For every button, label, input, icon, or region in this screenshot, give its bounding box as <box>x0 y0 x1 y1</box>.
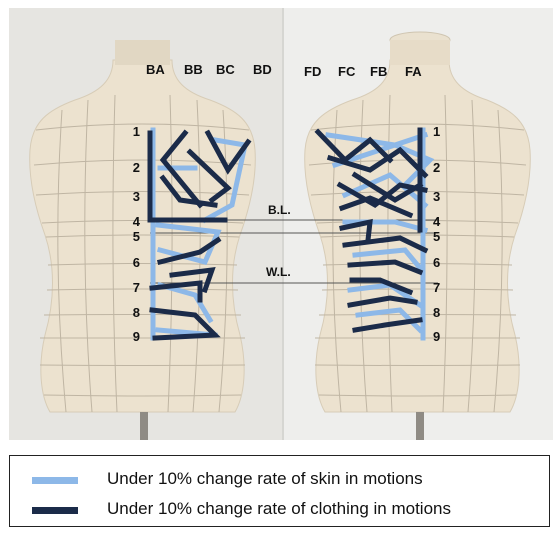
legend-label-clothing: Under 10% change rate of clothing in mot… <box>107 499 451 519</box>
back-row-1: 1 <box>133 124 140 139</box>
col-label-fa: FA <box>405 64 422 79</box>
legend-label-skin: Under 10% change rate of skin in motions <box>107 469 423 489</box>
front-row-8: 8 <box>433 305 440 320</box>
back-row-8: 8 <box>133 305 140 320</box>
col-label-bb: BB <box>184 62 203 77</box>
front-row-2: 2 <box>433 160 440 175</box>
back-row-3: 3 <box>133 189 140 204</box>
front-row-1: 1 <box>433 124 440 139</box>
front-row-3: 3 <box>433 189 440 204</box>
legend: Under 10% change rate of skin in motions… <box>9 455 550 527</box>
back-row-7: 7 <box>133 280 140 295</box>
bust-line-label: B.L. <box>268 203 291 217</box>
back-row-4: 4 <box>133 214 141 229</box>
back-row-2: 2 <box>133 160 140 175</box>
front-row-9: 9 <box>433 329 440 344</box>
waist-line-label: W.L. <box>266 265 291 279</box>
col-label-bd: BD <box>253 62 272 77</box>
front-row-6: 6 <box>433 255 440 270</box>
back-row-6: 6 <box>133 255 140 270</box>
col-label-bc: BC <box>216 62 235 77</box>
front-row-7: 7 <box>433 280 440 295</box>
front-row-5: 5 <box>433 229 440 244</box>
col-label-fb: FB <box>370 64 387 79</box>
legend-item-skin: Under 10% change rate of skin in motions <box>10 468 549 492</box>
legend-item-clothing: Under 10% change rate of clothing in mot… <box>10 498 549 522</box>
col-label-fd: FD <box>304 64 321 79</box>
back-row-9: 9 <box>133 329 140 344</box>
front-row-4: 4 <box>433 214 441 229</box>
col-label-ba: BA <box>146 62 165 77</box>
col-label-fc: FC <box>338 64 356 79</box>
legend-swatch-skin <box>32 477 78 484</box>
back-row-5: 5 <box>133 229 140 244</box>
legend-swatch-clothing <box>32 507 78 514</box>
